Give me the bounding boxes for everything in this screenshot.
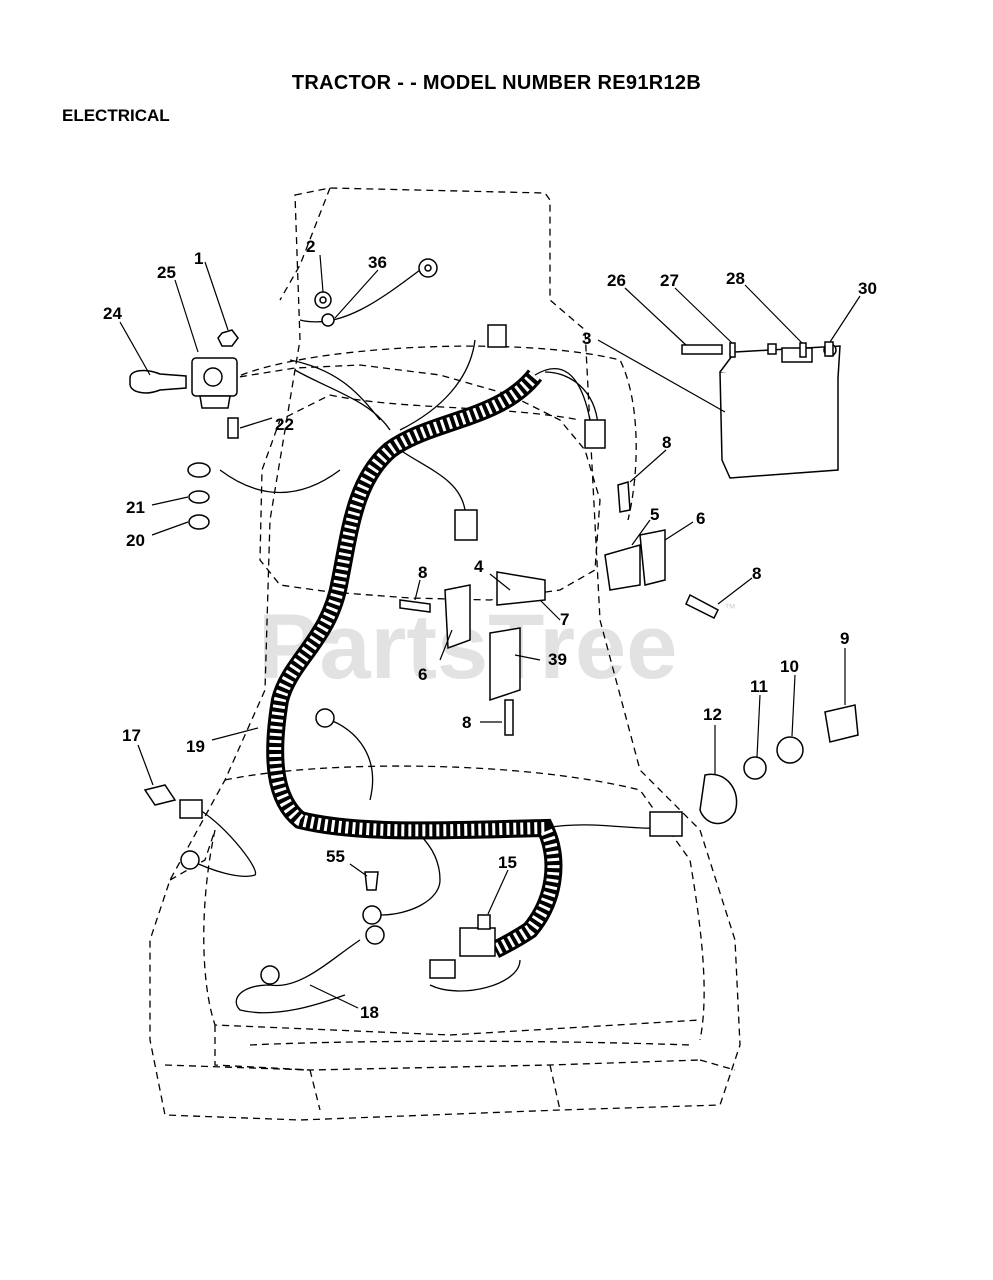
callout-30: 30	[858, 279, 877, 298]
callout-26: 26	[607, 271, 626, 290]
callout-4: 4	[474, 557, 484, 576]
callout-9: 9	[840, 629, 849, 648]
callout-24: 24	[103, 304, 122, 323]
callout-1: 1	[194, 249, 203, 268]
callout-39: 39	[548, 650, 567, 669]
callout-2: 2	[306, 237, 315, 256]
section-heading: ELECTRICAL	[62, 106, 170, 125]
callout-5: 5	[650, 505, 659, 524]
watermark-trademark: ™	[724, 601, 736, 615]
callout-6-right: 6	[696, 509, 705, 528]
callout-17: 17	[122, 726, 141, 745]
callout-8-lower: 8	[462, 713, 471, 732]
callout-28: 28	[726, 269, 745, 288]
callout-22: 22	[275, 415, 294, 434]
callout-15: 15	[498, 853, 517, 872]
callouts: 1 2 3 4 5 6 6 7 8 8 8 8 9 10 11 12 15 17…	[103, 237, 877, 1022]
callout-27: 27	[660, 271, 679, 290]
callout-3: 3	[582, 329, 591, 348]
wire-harness-coil	[266, 369, 563, 959]
callout-8-top: 8	[662, 433, 671, 452]
callout-20: 20	[126, 531, 145, 550]
callout-8-right: 8	[752, 564, 761, 583]
parts	[129, 258, 859, 985]
callout-7: 7	[560, 610, 569, 629]
page-title: TRACTOR - - MODEL NUMBER RE91R12B	[291, 72, 702, 94]
callout-21: 21	[126, 498, 145, 517]
callout-8-center: 8	[418, 563, 427, 582]
callout-36: 36	[368, 253, 387, 272]
leader-lines	[119, 254, 861, 1009]
callout-25: 25	[157, 263, 176, 282]
callout-11: 11	[750, 677, 768, 696]
callout-6-left: 6	[418, 665, 427, 684]
callout-55: 55	[326, 847, 345, 866]
callout-19: 19	[186, 737, 205, 756]
callout-10: 10	[780, 657, 799, 676]
tractor-outline	[149, 187, 741, 1121]
callout-12: 12	[703, 705, 722, 724]
callout-18: 18	[360, 1003, 379, 1022]
